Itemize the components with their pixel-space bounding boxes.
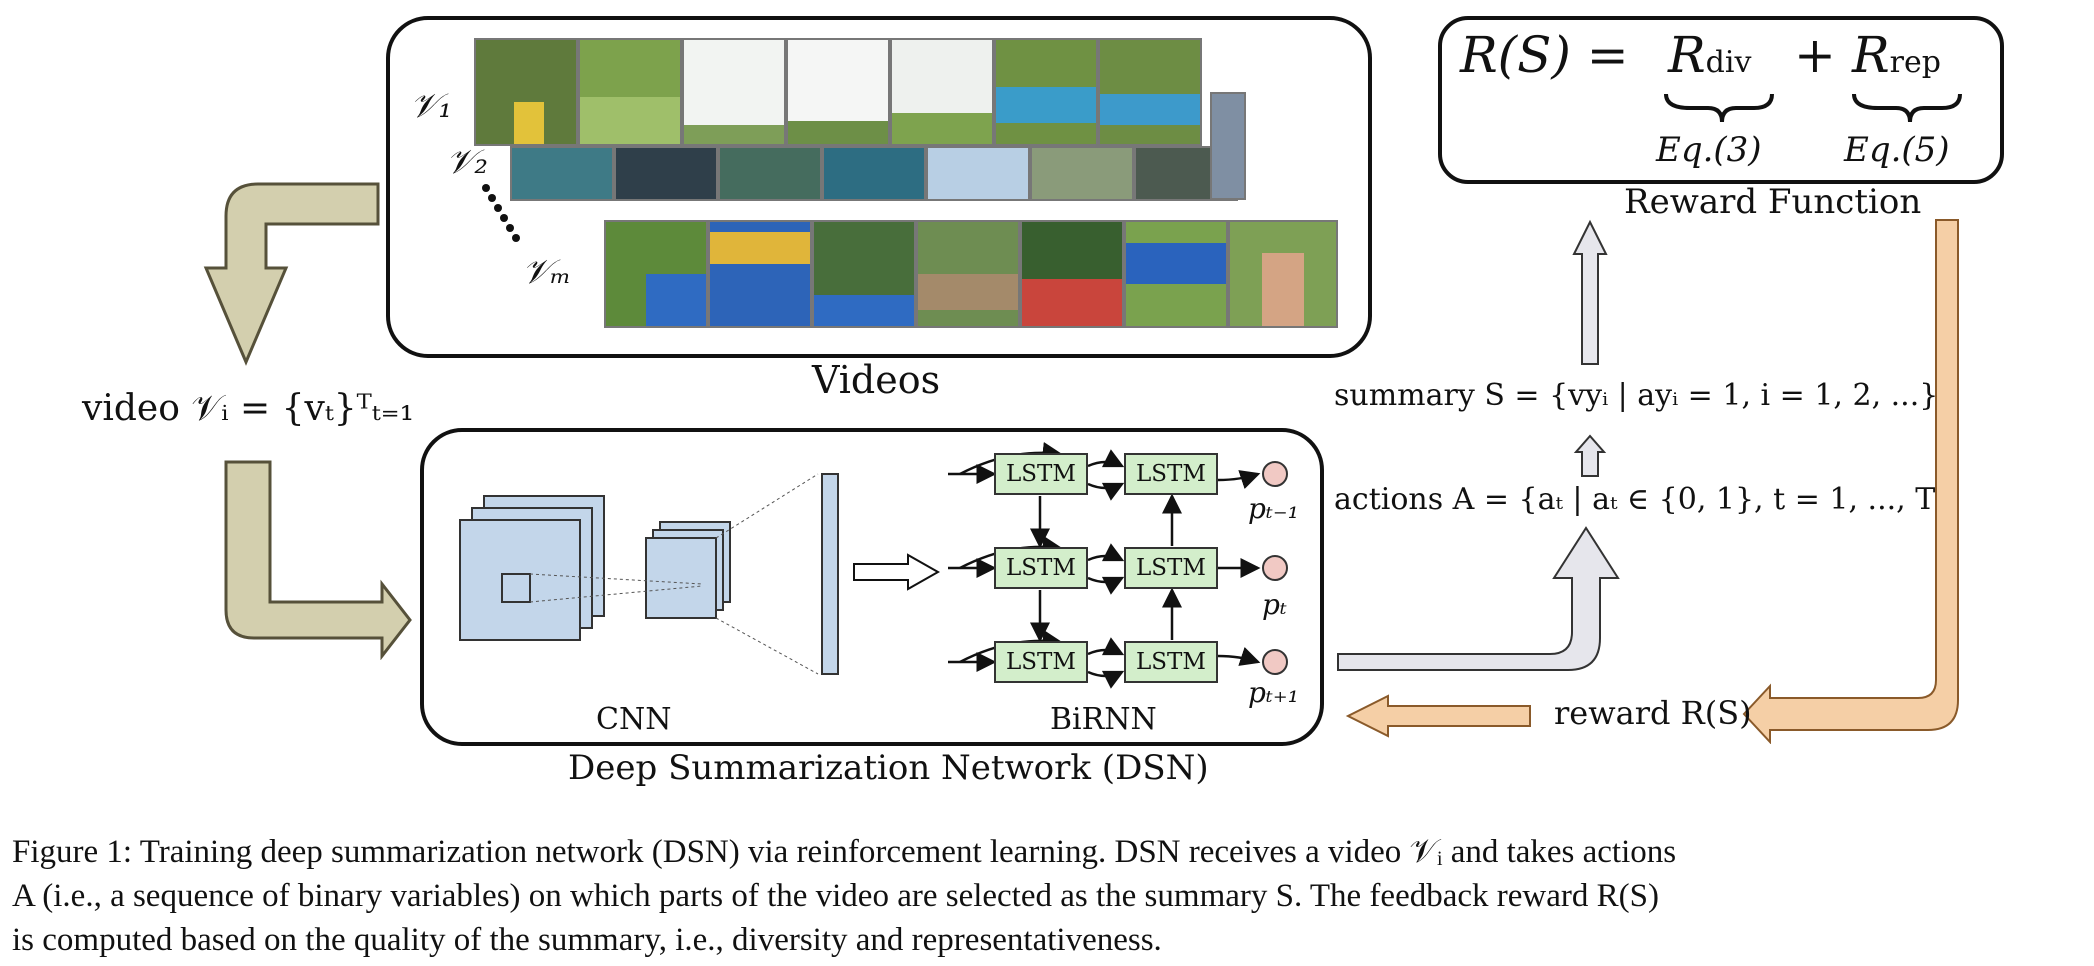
caption-line-2: A (i.e., a sequence of binary variables)… <box>12 878 1659 914</box>
frame-thumbnail <box>578 38 682 146</box>
video-v1-label: 𝒱₁ <box>410 86 452 126</box>
gray-arrow-dsn-to-actions <box>1337 526 1620 671</box>
caption-line-3: is computed based on the quality of the … <box>12 922 1162 958</box>
reward-equation-lhs: R(S) = <box>1460 26 1629 84</box>
summary-label: summary S = {vyᵢ | ayᵢ = 1, i = 1, 2, ..… <box>1334 378 1939 413</box>
frame-thumbnail <box>708 220 812 328</box>
ellipsis-dots <box>482 184 520 242</box>
frame-thumbnail <box>1228 220 1338 328</box>
caption-line-1: Figure 1: Training deep summarization ne… <box>12 834 1677 870</box>
reward-function-label: Reward Function <box>1624 182 1922 222</box>
probability-node <box>1262 555 1288 581</box>
frame-thumbnail <box>1020 220 1124 328</box>
frame-thumbnail <box>718 146 822 201</box>
peach-arrow-to-dsn <box>1345 694 1531 738</box>
lstm-cell: LSTM <box>994 641 1088 683</box>
feature-arrow <box>853 553 941 591</box>
frame-thumbnail <box>474 38 578 146</box>
peach-arrow-reward-down <box>1742 219 1959 744</box>
videos-label: Videos <box>812 358 941 402</box>
frame-thumbnail <box>1210 92 1246 200</box>
video-v2-label: 𝒱₂ <box>446 142 488 182</box>
r-rep: Rrep <box>1852 26 1941 84</box>
frame-thumbnail <box>510 146 614 201</box>
frame-thumbnail <box>812 220 916 328</box>
lstm-cell: LSTM <box>1124 547 1218 589</box>
cnn-label: CNN <box>596 702 672 737</box>
frame-thumbnail <box>1098 38 1202 146</box>
eq3-label: Eq.(3) <box>1656 130 1762 170</box>
frame-thumbnail <box>786 38 890 146</box>
actions-label: actions A = {aₜ | aₜ ∈ {0, 1}, t = 1, ..… <box>1334 482 1955 517</box>
frame-thumbnail <box>1030 146 1134 201</box>
cnn-diagram <box>459 473 839 675</box>
reward-label: reward R(S) <box>1554 694 1752 732</box>
r-div: Rdiv <box>1668 26 1752 84</box>
frame-thumbnail <box>916 220 1020 328</box>
underbraces <box>1664 93 1962 123</box>
birnn-connections <box>948 441 1261 689</box>
frame-thumbnail <box>890 38 994 146</box>
reward-function-panel <box>1438 16 2004 184</box>
lstm-cell: LSTM <box>1124 453 1218 495</box>
birnn-label: BiRNN <box>1050 702 1157 737</box>
frame-thumbnail <box>604 220 708 328</box>
video-vm-label: 𝒱ₘ <box>522 252 572 292</box>
eq5-label: Eq.(5) <box>1844 130 1950 170</box>
plus-sign: + <box>1794 26 1836 84</box>
frame-thumbnail <box>822 146 926 201</box>
frame-thumbnail <box>614 146 718 201</box>
probability-node <box>1262 649 1288 675</box>
lstm-cell: LSTM <box>994 453 1088 495</box>
p-next-label: pₜ₊₁ <box>1248 676 1299 709</box>
probability-node <box>1262 461 1288 487</box>
frame-thumbnail <box>994 38 1098 146</box>
frame-thumbnail <box>1124 220 1228 328</box>
gray-arrow-up-reward <box>1572 219 1608 365</box>
olive-arrow-down <box>203 182 380 366</box>
frame-thumbnail <box>926 146 1030 201</box>
lstm-cell: LSTM <box>1124 641 1218 683</box>
frame-thumbnail <box>682 38 786 146</box>
p-curr-label: pₜ <box>1262 588 1287 621</box>
gray-arrow-up-summary <box>1573 434 1607 477</box>
video-input-label: video 𝒱ᵢ = {vₜ}ᵀₜ₌₁ <box>82 388 415 429</box>
p-prev-label: pₜ₋₁ <box>1248 492 1299 525</box>
dsn-title: Deep Summarization Network (DSN) <box>568 748 1209 788</box>
olive-arrow-right <box>224 460 412 660</box>
lstm-cell: LSTM <box>994 547 1088 589</box>
